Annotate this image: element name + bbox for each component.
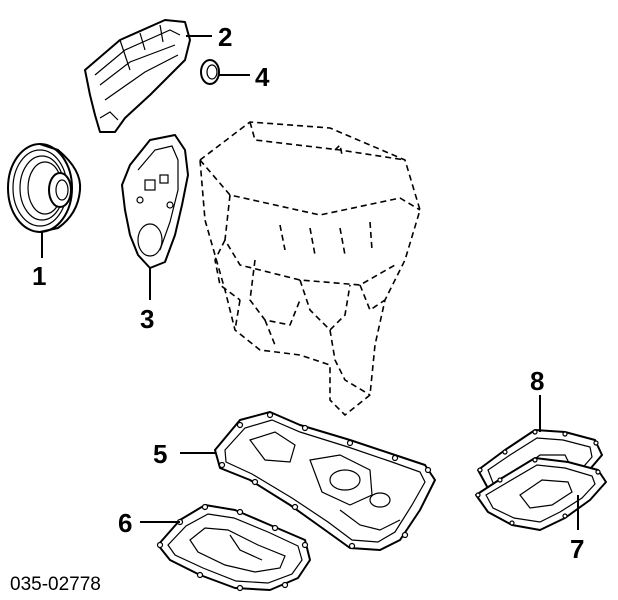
crankshaft-pulley-part xyxy=(7,143,82,233)
callout-7: 7 xyxy=(570,534,584,564)
leader-lines xyxy=(41,35,579,530)
callout-1: 1 xyxy=(32,261,46,291)
lower-timing-cover-part xyxy=(121,134,189,269)
upper-oil-pan-part xyxy=(214,411,436,551)
callout-5: 5 xyxy=(153,439,167,469)
callout-3: 3 xyxy=(140,304,154,334)
callout-4: 4 xyxy=(255,62,270,92)
diagram-code: 035-02778 xyxy=(10,574,101,595)
callout-2: 2 xyxy=(218,22,232,52)
upper-timing-cover-part xyxy=(84,19,191,133)
lower-oil-pan-part xyxy=(156,503,311,592)
callout-6: 6 xyxy=(118,508,132,538)
engine-block-outline xyxy=(199,121,421,416)
oil-seal-part xyxy=(200,59,220,85)
callout-8: 8 xyxy=(530,366,544,396)
oil-pan-gasket-lower-part xyxy=(475,457,607,531)
